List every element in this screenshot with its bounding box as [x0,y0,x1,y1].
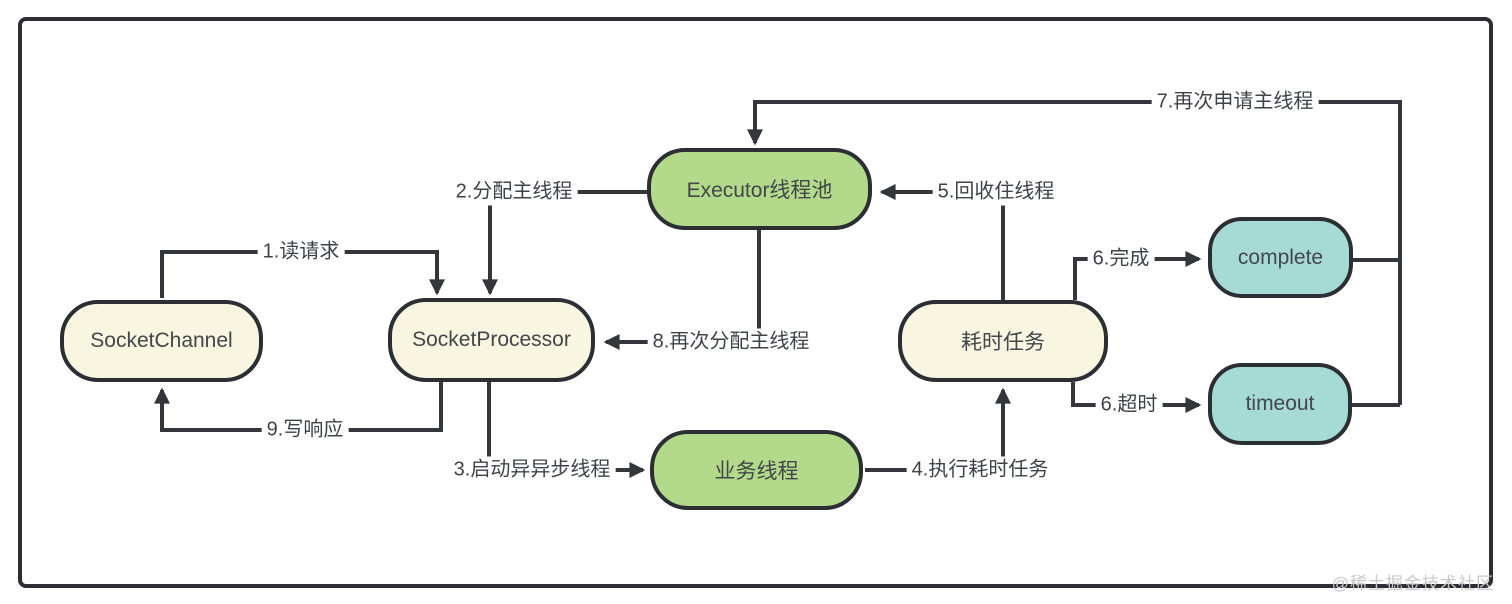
node-business-thread: 业务线程 [650,430,863,510]
edge-label-recycle-thread: 5.回收住线程 [932,178,1060,206]
edge-label-read-request: 1.读请求 [257,238,345,266]
edge-reapply-main-thread [747,100,1402,405]
edge-label-write-response: 9.写响应 [261,416,349,444]
node-socket-processor: SocketProcessor [388,298,595,382]
node-time-consuming-task: 耗时任务 [898,300,1108,382]
node-socket-channel: SocketChannel [60,300,263,382]
node-complete: complete [1208,217,1353,298]
edge-label-timeout: 6.超时 [1095,391,1163,419]
edge-label-reapply-main-thread: 7.再次申请主线程 [1151,88,1319,116]
node-executor-pool: Executor线程池 [647,148,872,230]
edge-label-start-async-thread: 3.启动异异步线程 [448,456,616,484]
edge-label-reassign-main-thread: 8.再次分配主线程 [647,328,815,356]
watermark: @稀土掘金技术社区 [1331,574,1494,593]
edge-label-execute-task: 4.执行耗时任务 [906,456,1054,484]
node-timeout: timeout [1208,363,1352,445]
edge-label-assign-main-thread: 2.分配主线程 [450,178,578,206]
edge-complete [1073,251,1202,300]
edge-label-complete: 6.完成 [1087,245,1155,273]
